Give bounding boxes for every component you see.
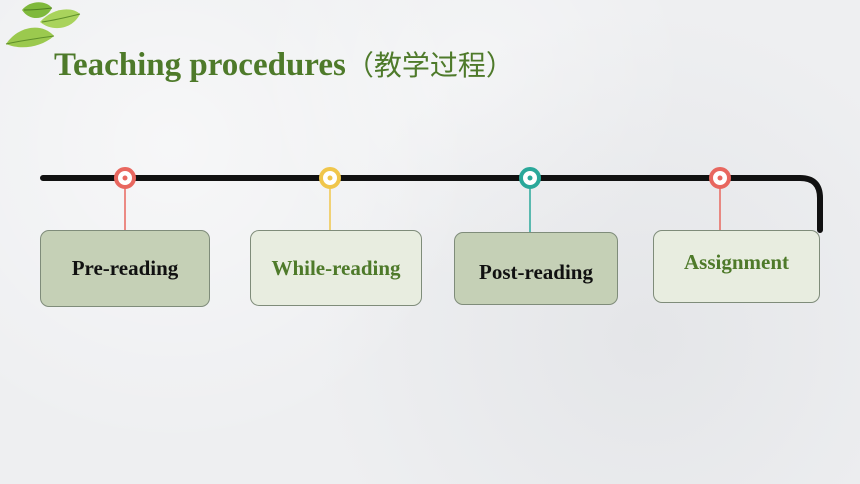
step-post-reading: Post-reading: [454, 232, 618, 305]
title-chinese: （教学过程）: [345, 49, 514, 82]
step-while-reading: While-reading: [250, 230, 422, 306]
step-label: Assignment: [683, 250, 789, 274]
step-assignment: Assignment: [653, 230, 820, 303]
green-leaves-icon: [5, 2, 81, 48]
timeline-marker-4: [709, 167, 731, 236]
step-label: Post-reading: [479, 260, 593, 284]
page-title: Teaching procedures（教学过程）: [54, 44, 514, 84]
step-pre-reading: Pre-reading: [40, 230, 210, 307]
timeline-marker-3: [519, 167, 541, 232]
timeline-marker-2: [319, 167, 341, 230]
timeline-line: [40, 175, 823, 233]
timeline-marker-1: [114, 167, 136, 230]
step-label: Pre-reading: [71, 256, 179, 280]
step-label: While-reading: [271, 255, 401, 280]
title-main: Teaching procedures: [54, 47, 346, 83]
